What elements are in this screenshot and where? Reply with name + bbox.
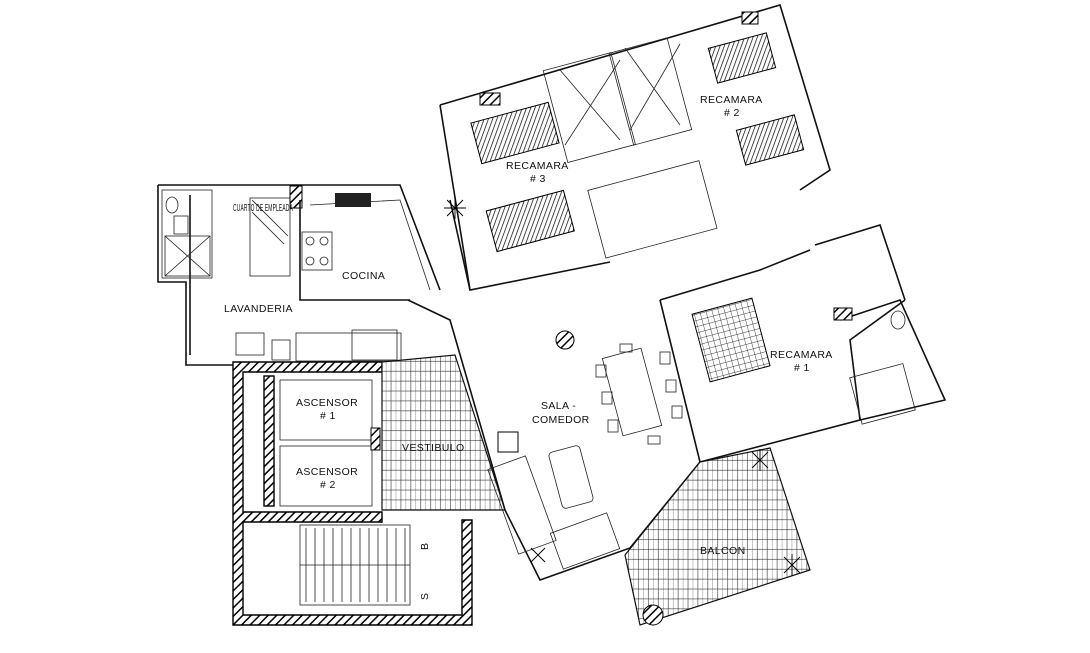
label-comedor: COMEDOR (532, 414, 590, 426)
service-wing (157, 184, 441, 366)
label-recamara-1-num: # 1 (794, 362, 810, 374)
label-cocina: COCINA (342, 270, 385, 282)
core (232, 361, 473, 626)
label-cuarto-empleada: CUARTO DE EMPLEADA (233, 202, 293, 214)
label-recamara-2-num: # 2 (724, 107, 740, 119)
label-ascensor-1: ASCENSOR (296, 397, 358, 409)
label-sala: SALA - (541, 400, 576, 412)
vestibule-floor (381, 354, 506, 511)
label-stairs-down: S (419, 593, 431, 600)
label-recamara-2: RECAMARA (700, 94, 763, 106)
balcony-floor (624, 447, 811, 626)
room-labels: CUARTO DE EMPLEADA COCINA LAVANDERIA REC… (224, 94, 833, 600)
label-stairs-up: B (419, 543, 431, 550)
label-ascensor-2-num: # 2 (320, 479, 336, 491)
label-recamara-3-num: # 3 (530, 173, 546, 185)
label-balcon: BALCON (700, 545, 746, 557)
main-wing (407, 4, 947, 581)
label-vestibulo: VESTIBULO (402, 442, 465, 454)
label-lavanderia: LAVANDERIA (224, 303, 293, 315)
label-recamara-3: RECAMARA (506, 160, 569, 172)
label-ascensor-1-num: # 1 (320, 410, 336, 422)
label-ascensor-2: ASCENSOR (296, 466, 358, 478)
plant-icons (444, 197, 801, 576)
label-recamara-1: RECAMARA (770, 349, 833, 361)
